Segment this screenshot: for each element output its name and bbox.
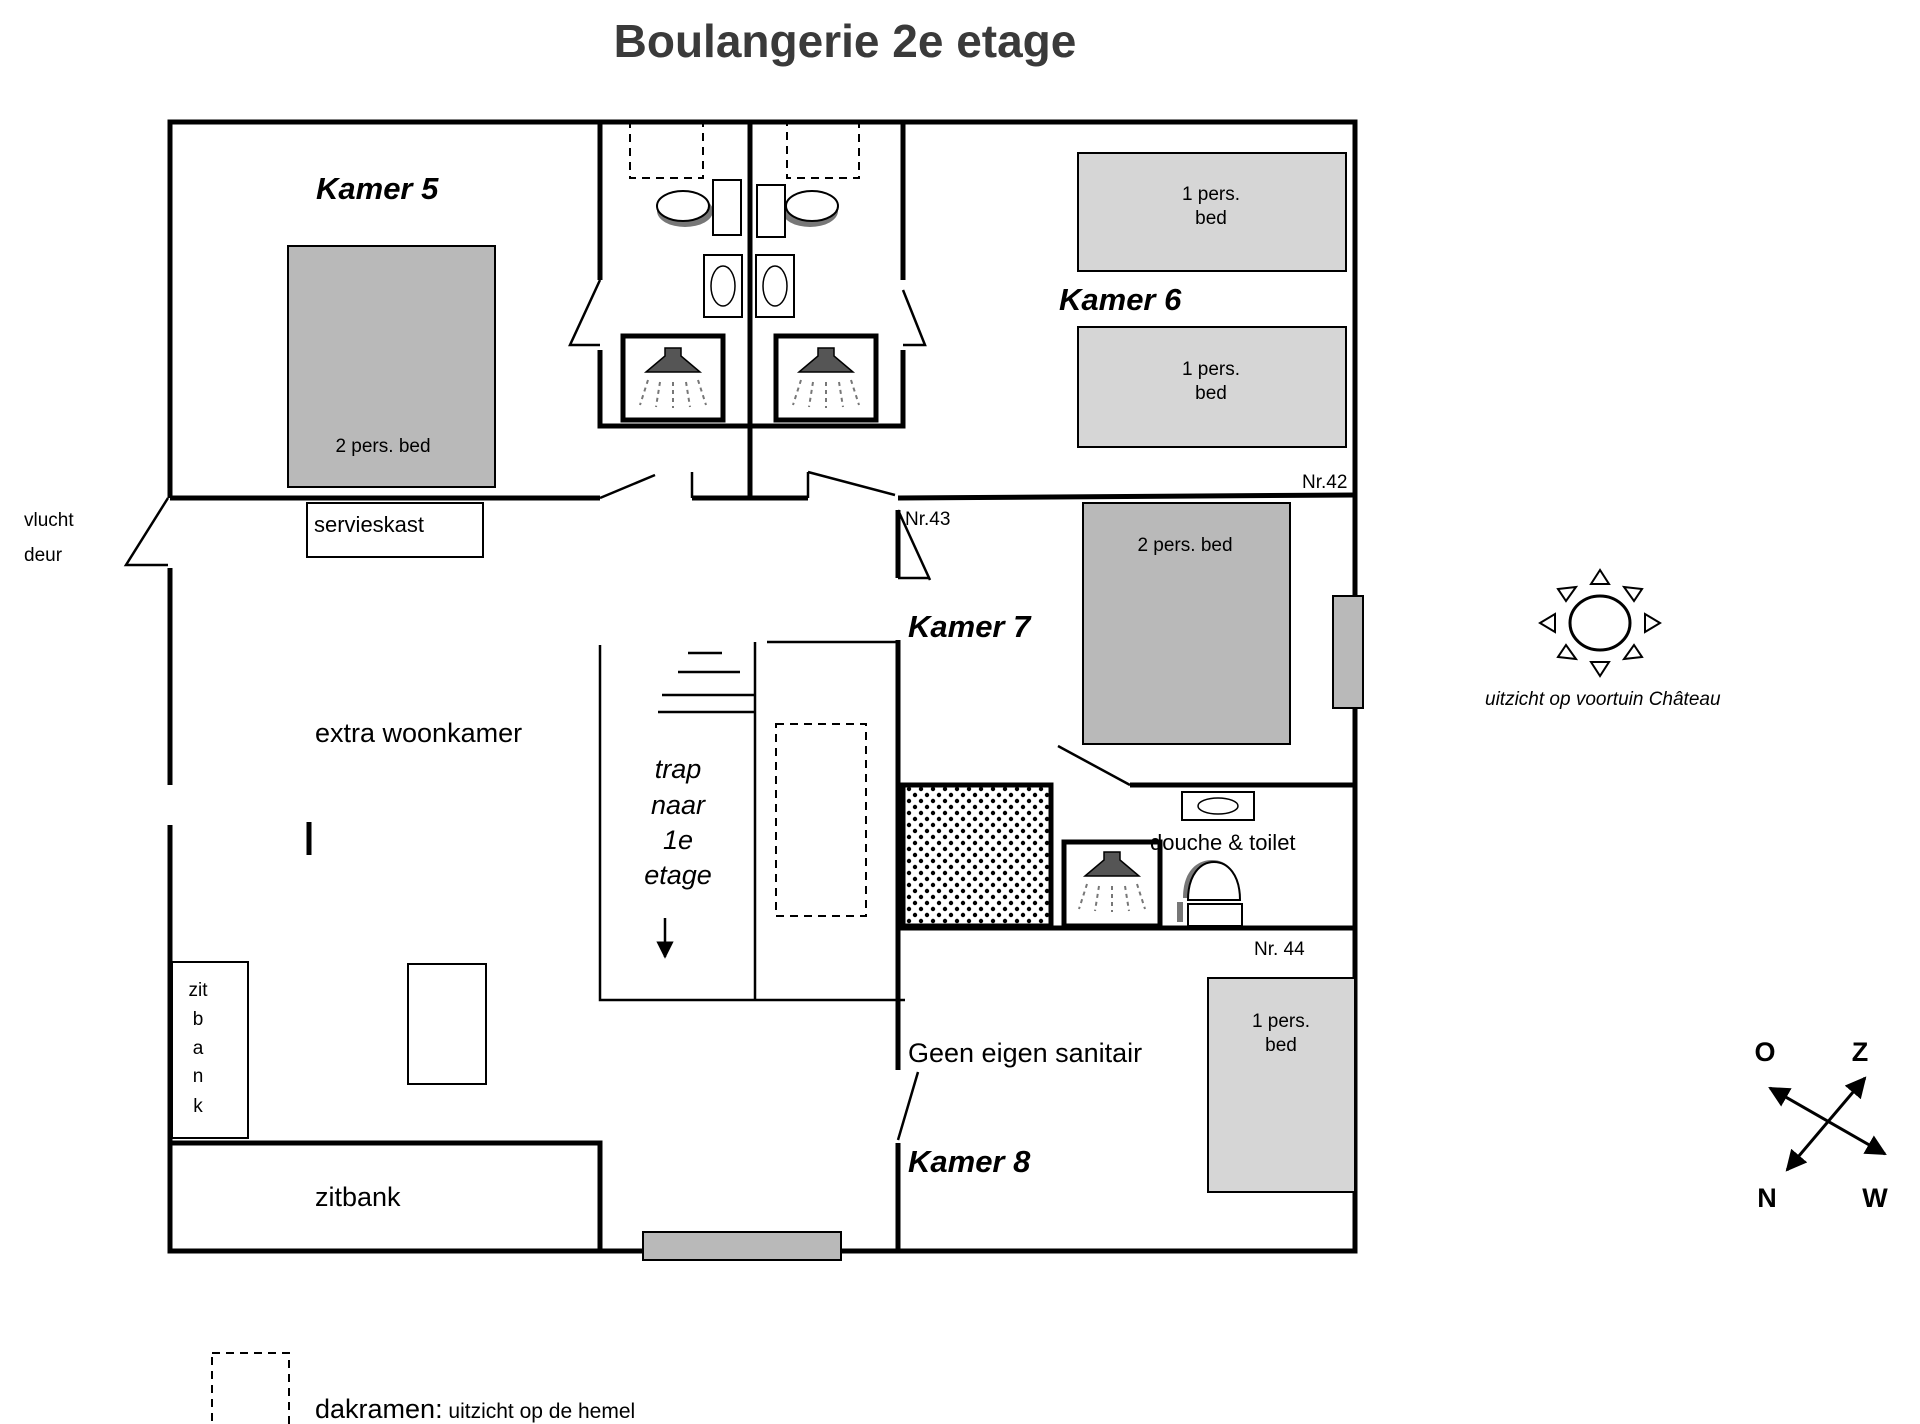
kamer8-bed — [1207, 977, 1356, 1193]
sink-kamer7-icon — [1181, 791, 1255, 821]
kamer7-bed-label: 2 pers. bed — [1137, 535, 1232, 556]
deur-label: deur — [24, 545, 63, 566]
kamer8-walls — [895, 1071, 920, 1251]
zitbank-vertical-label-4: n — [193, 1066, 204, 1087]
kamer6-walls — [750, 470, 1356, 501]
kamer7-bed — [1082, 502, 1291, 745]
kamer6-bed2-label-2: bed — [1195, 383, 1227, 404]
kamer7-walls — [895, 509, 1355, 1070]
shower-kamer7-icon — [1061, 839, 1163, 929]
page-title: Boulangerie 2e etage — [614, 15, 1077, 67]
compass-o: O — [1754, 1037, 1775, 1067]
kamer6-bed-1 — [1077, 152, 1347, 272]
trap-label-4: etage — [644, 860, 712, 890]
trap-label-3: 1e — [663, 825, 693, 855]
legend-skylight-symbol — [211, 1352, 290, 1424]
kamer8-label: Kamer 8 — [908, 1144, 1031, 1179]
toilet-right-icon — [756, 184, 839, 238]
zitbank-vertical-box — [171, 961, 249, 1139]
extra-woonkamer-label: extra woonkamer — [315, 718, 522, 748]
toilet-left-icon — [656, 179, 742, 236]
sun-icon — [1538, 568, 1662, 678]
sink-left-icon — [703, 254, 743, 318]
skylight-bath-left — [629, 121, 704, 179]
skylight-stairs — [775, 723, 867, 917]
radiator-bottom — [642, 1231, 842, 1261]
compass-w: W — [1862, 1183, 1888, 1213]
legend-text: dakramen: uitzicht op de hemel — [315, 1394, 635, 1424]
stairs — [598, 640, 905, 1002]
sun-caption: uitzicht op voortuin Château — [1485, 689, 1721, 710]
kamer5-label: Kamer 5 — [316, 171, 439, 206]
vlucht-label: vlucht — [24, 510, 74, 531]
radiator-right — [1332, 595, 1364, 709]
kamer5-bed-label: 2 pers. bed — [335, 436, 430, 457]
nr44-label: Nr. 44 — [1254, 939, 1305, 960]
geen-sanitair-label: Geen eigen sanitair — [908, 1038, 1142, 1068]
kamer5-bed — [287, 245, 496, 488]
douche-toilet-label: douche & toilet — [1150, 830, 1296, 855]
kamer6-label: Kamer 6 — [1059, 282, 1182, 317]
zitbank-vertical-label-1: zit — [189, 980, 209, 1001]
kamer8-bed-label-2: bed — [1265, 1035, 1297, 1056]
kamer7-label: Kamer 7 — [908, 609, 1032, 644]
nr42-label: Nr.42 — [1302, 472, 1347, 493]
kamer6-bed1-label-1: 1 pers. — [1182, 184, 1240, 205]
compass-z: Z — [1852, 1037, 1869, 1067]
sink-right-icon — [755, 254, 795, 318]
toilet-kamer7-icon — [1177, 860, 1243, 927]
zitbank-label: zitbank — [315, 1182, 401, 1212]
servieskast-box — [306, 502, 484, 558]
zitbank-vertical-label-3: a — [193, 1038, 204, 1059]
kamer5-walls — [170, 472, 750, 501]
skylight-bath-right — [786, 121, 860, 179]
nr43-label: Nr.43 — [905, 509, 950, 530]
servieskast-label: servieskast — [314, 512, 424, 537]
kamer6-bed2-label-1: 1 pers. — [1182, 359, 1240, 380]
shaft-hatched — [900, 782, 1054, 929]
shower-left-icon — [620, 333, 726, 423]
escape-door — [123, 497, 170, 567]
trap-label-2: naar — [651, 790, 706, 820]
kamer6-bed1-label-2: bed — [1195, 208, 1227, 229]
zitbank-vertical-label-5: k — [193, 1096, 203, 1117]
living-room-furniture — [170, 502, 603, 1251]
bathroom-walls — [568, 122, 927, 498]
trap-label-1: trap — [655, 754, 702, 784]
compass-icon: O Z N W — [1754, 1037, 1888, 1213]
kamer6-bed-2 — [1077, 326, 1347, 448]
compass-n: N — [1757, 1183, 1777, 1213]
kamer8-bed-label-1: 1 pers. — [1252, 1011, 1310, 1032]
shower-right-icon — [773, 333, 879, 423]
coffee-table — [407, 963, 487, 1085]
zitbank-vertical-label-2: b — [193, 1009, 204, 1030]
